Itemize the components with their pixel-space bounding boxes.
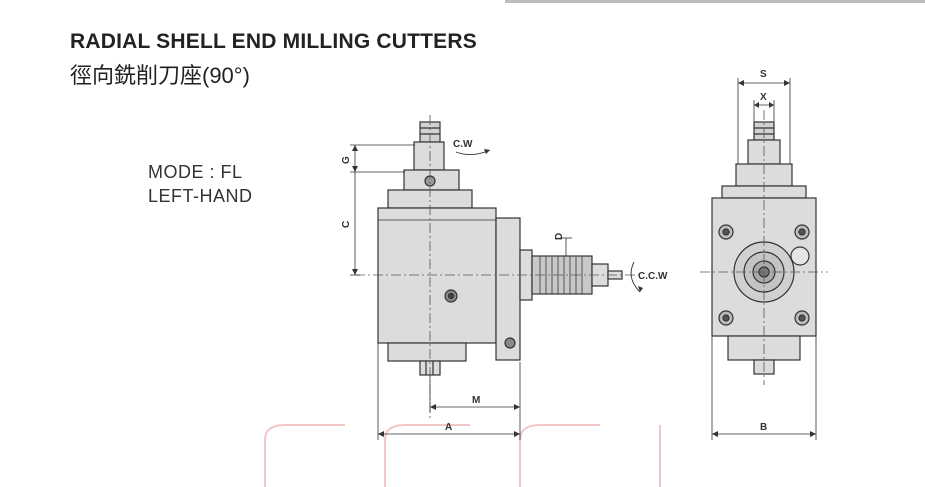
product-subtitle-zh: 徑向銑削刀座(90°): [70, 63, 250, 88]
top-screw-shank: [413, 141, 445, 171]
front-port-icon: [790, 246, 810, 266]
dim-x-label: X: [760, 92, 767, 103]
dim-s-label: S: [760, 69, 767, 80]
product-title: RADIAL SHELL END MILLING CUTTERS: [70, 30, 477, 53]
side-dim-arrows: [352, 145, 520, 437]
rotation-ccw-arrow-icon: [630, 261, 641, 293]
dim-c-label: C: [341, 221, 352, 228]
front-centerlines: [700, 110, 828, 385]
lower-body: [387, 342, 467, 362]
dim-b-label: B: [760, 422, 767, 433]
dim-a-label: A: [445, 422, 452, 433]
side-dimensions: [350, 144, 572, 440]
watermark-logo: [264, 424, 661, 487]
top-divider-line: [505, 0, 925, 3]
rotation-cw-label: C.W: [453, 139, 473, 150]
dim-m-label: M: [472, 395, 480, 406]
side-view: [377, 121, 623, 376]
side-centerlines: [355, 115, 640, 420]
dim-g-label: G: [341, 156, 352, 164]
dim-d-label: D: [554, 233, 565, 240]
side-plate-bolt-icon: [504, 337, 516, 349]
front-dimensions: [711, 78, 817, 440]
rotation-ccw-label: C.C.W: [638, 271, 668, 282]
mode-label: MODE : FL LEFT-HAND: [148, 160, 253, 208]
mode-hand: LEFT-HAND: [148, 186, 253, 206]
main-housing: [377, 207, 497, 344]
mode-code: MODE : FL: [148, 162, 243, 182]
front-dim-arrows: [712, 80, 816, 437]
